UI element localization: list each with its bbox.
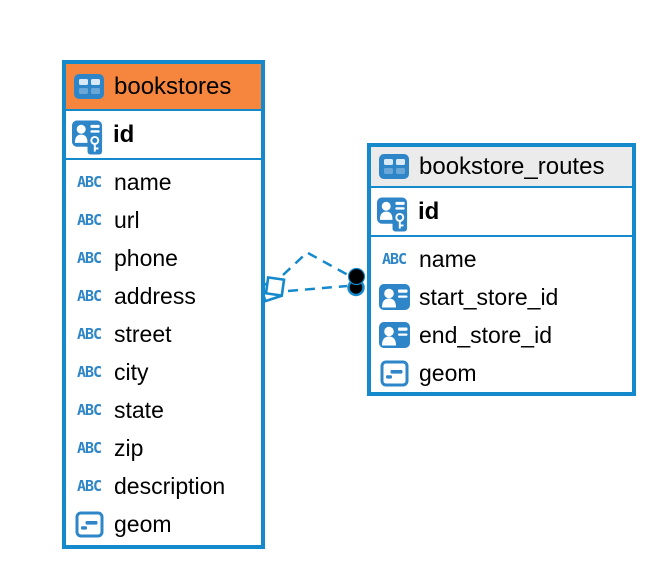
column-name: name xyxy=(114,168,172,195)
column-name: end_store_id xyxy=(419,321,552,348)
text-column-icon: ABC xyxy=(76,286,102,305)
primary-key-icon xyxy=(72,114,104,156)
column-name: address xyxy=(114,282,196,309)
relationship-dot-marker[interactable] xyxy=(347,267,366,286)
text-column-icon: ABC xyxy=(76,476,102,495)
text-column-icon: ABC xyxy=(76,210,102,229)
column-row[interactable]: ABC state xyxy=(66,391,261,429)
column-name: geom xyxy=(419,359,477,386)
key-row[interactable]: id xyxy=(371,188,632,235)
key-row[interactable]: id xyxy=(66,111,261,158)
relationship-line[interactable] xyxy=(287,284,348,293)
text-column-icon: ABC xyxy=(76,400,102,419)
column-name: street xyxy=(114,320,172,347)
text-column-icon: ABC xyxy=(76,324,102,343)
column-row[interactable]: ABC url xyxy=(66,201,261,239)
geometry-column-icon xyxy=(73,511,105,538)
column-row[interactable]: ABC city xyxy=(66,353,261,391)
table-header[interactable]: bookstore_routes xyxy=(371,147,632,188)
column-row[interactable]: ABC name xyxy=(66,163,261,201)
column-name: description xyxy=(114,472,226,499)
reference-column-icon xyxy=(378,284,410,310)
table-title: bookstores xyxy=(114,72,232,100)
column-row[interactable]: ABC street xyxy=(66,315,261,353)
column-name: zip xyxy=(114,434,144,461)
column-row[interactable]: ABC name xyxy=(371,240,632,278)
column-name: name xyxy=(419,245,477,272)
column-row[interactable]: geom xyxy=(66,505,261,543)
table-icon xyxy=(378,154,410,179)
column-name: city xyxy=(114,358,149,385)
relationship-diamond-marker[interactable] xyxy=(264,275,286,298)
reference-column-icon xyxy=(378,322,410,348)
column-name: phone xyxy=(114,244,178,271)
key-section: id xyxy=(371,188,632,237)
column-name: start_store_id xyxy=(419,283,559,310)
text-column-icon: ABC xyxy=(381,249,407,268)
column-name: state xyxy=(114,396,164,423)
text-column-icon: ABC xyxy=(76,362,102,381)
text-column-icon: ABC xyxy=(76,172,102,191)
table-title: bookstore_routes xyxy=(419,152,605,180)
key-section: id xyxy=(66,111,261,160)
table-header[interactable]: bookstores xyxy=(66,64,261,111)
column-row[interactable]: end_store_id xyxy=(371,316,632,354)
column-name: geom xyxy=(114,510,172,537)
column-row[interactable]: ABC zip xyxy=(66,429,261,467)
key-column-name: id xyxy=(418,197,440,225)
column-row[interactable]: ABC description xyxy=(66,467,261,505)
column-row[interactable]: start_store_id xyxy=(371,278,632,316)
relationship-line[interactable] xyxy=(282,250,350,277)
column-name: url xyxy=(114,206,140,233)
geometry-column-icon xyxy=(378,360,410,387)
column-row[interactable]: ABC phone xyxy=(66,239,261,277)
text-column-icon: ABC xyxy=(76,248,102,267)
key-column-name: id xyxy=(113,120,135,148)
text-column-icon: ABC xyxy=(76,438,102,457)
column-row[interactable]: ABC address xyxy=(66,277,261,315)
primary-key-icon xyxy=(377,191,409,233)
table-icon xyxy=(73,74,105,99)
column-row[interactable]: geom xyxy=(371,354,632,392)
